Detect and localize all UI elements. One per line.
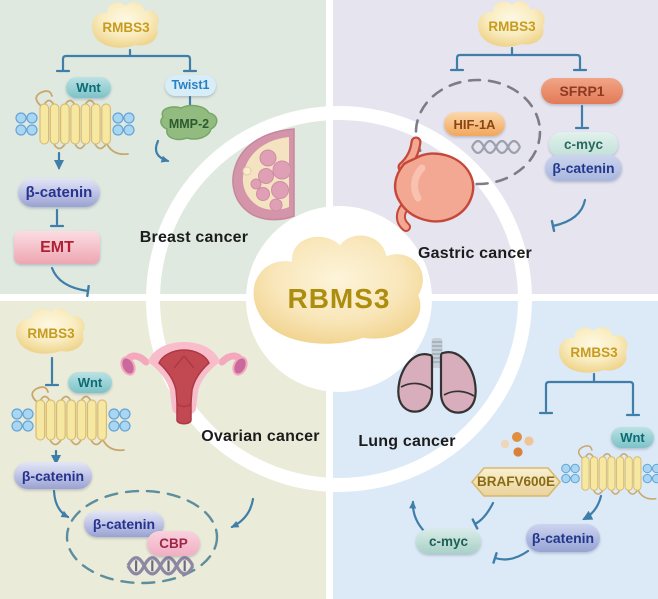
beta-catenin-pill: β-catenin xyxy=(14,462,92,489)
dna-icon xyxy=(126,556,195,576)
rmbs3-label: RMBS3 xyxy=(27,326,75,342)
bcatenin-to-cmyc-curve xyxy=(495,549,530,559)
gastric-cancer-title: Gastric cancer xyxy=(418,245,532,262)
rmbs3-label: RMBS3 xyxy=(488,19,536,35)
membrane-receptor-icon xyxy=(15,90,135,156)
wnt-pill: Wnt xyxy=(611,427,654,448)
braf-to-cmyc-curve xyxy=(475,501,495,524)
beta-catenin-pill: β-catenin xyxy=(526,524,600,552)
cmyc-pill: c-myc xyxy=(416,529,481,554)
mmp2-label: MMP-2 xyxy=(168,116,210,131)
cbp-pill: CBP xyxy=(147,531,200,556)
bcatenin-to-nucleus-arrow xyxy=(52,489,70,519)
breast-icon xyxy=(232,128,295,221)
ovarian-pathway xyxy=(16,308,255,529)
lung-cancer-title: Lung cancer xyxy=(358,433,456,450)
branch-line xyxy=(544,380,635,415)
branch-line xyxy=(455,53,582,71)
membrane-receptor-icon xyxy=(11,386,131,452)
braf-dots xyxy=(500,432,534,457)
divider-ring xyxy=(146,106,532,492)
mmp2-blob xyxy=(160,104,218,141)
beta-catenin-pill: β-catenin xyxy=(545,155,622,181)
beta-catenin-nuclear-pill: β-catenin xyxy=(84,511,164,537)
sfrp1-pill: SFRP1 xyxy=(541,78,623,104)
emt-box: EMT xyxy=(14,231,100,264)
dna-icon xyxy=(471,139,521,155)
lungs-icon xyxy=(397,338,477,414)
wnt-pill: Wnt xyxy=(68,372,112,393)
nucleus-dashed-circle xyxy=(414,78,542,186)
beta-catenin-pill: β-catenin xyxy=(18,178,100,207)
nucleus-dashed-ellipse xyxy=(65,489,219,585)
membrane-to-bcatenin-arrow xyxy=(582,494,603,521)
membrane-receptor-icon xyxy=(560,445,658,500)
breast-pathway xyxy=(49,2,198,291)
twist1-pill: Twist1 xyxy=(165,75,216,96)
branch-line xyxy=(61,54,192,72)
emt-output-curve xyxy=(50,266,88,291)
bcatenin-output-curve xyxy=(553,198,587,226)
nucleus-input-arrow xyxy=(230,497,255,529)
braf-label: BRAFV600E xyxy=(476,474,556,490)
gastric-pathway xyxy=(449,1,590,226)
stomach-icon xyxy=(393,136,475,232)
breast-cancer-title: Breast cancer xyxy=(139,229,249,246)
uterus-icon xyxy=(120,342,248,425)
rmbs3-label: RMBS3 xyxy=(570,345,618,361)
rmbs3-label: RMBS3 xyxy=(102,20,150,36)
wnt-pill: Wnt xyxy=(66,77,111,98)
ovarian-cancer-title: Ovarian cancer xyxy=(201,428,320,445)
center-rbms3-label: RBMS3 xyxy=(287,283,391,314)
mmp2-output-arrow xyxy=(154,139,170,163)
braf-hexagon xyxy=(470,467,562,497)
cmyc-pill: c-myc xyxy=(549,132,618,157)
hif1a-pill: HIF-1A xyxy=(444,112,505,136)
